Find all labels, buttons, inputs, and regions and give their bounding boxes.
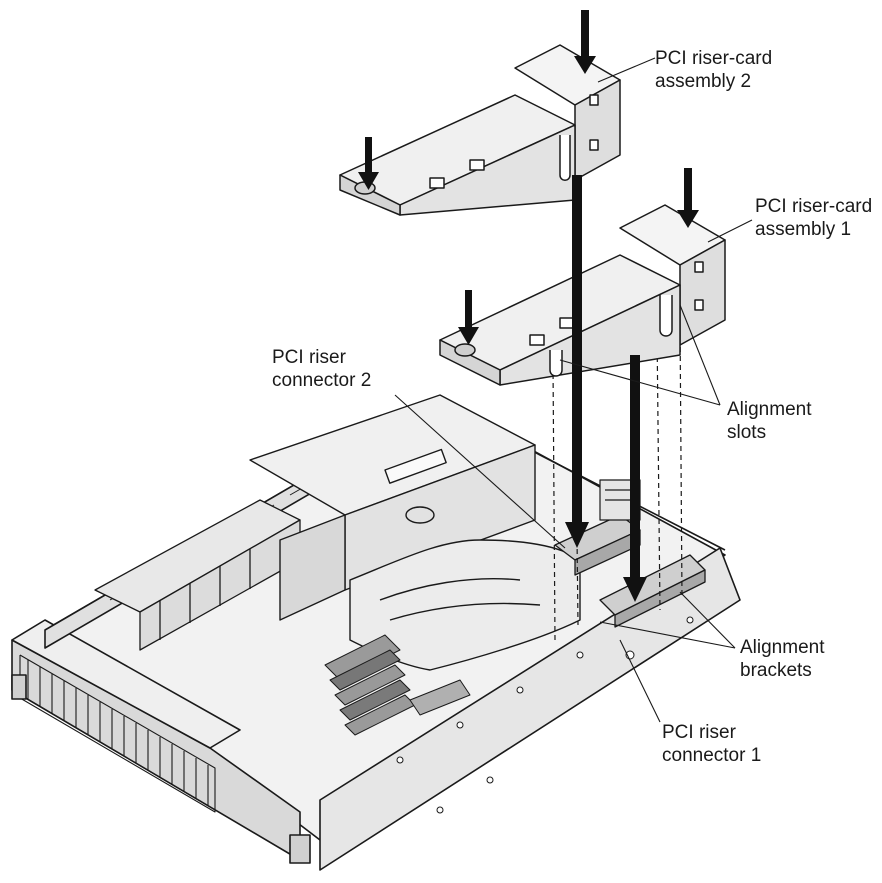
air-baffle xyxy=(249,394,536,621)
dimm-slots xyxy=(324,634,471,736)
callout-line: brackets xyxy=(740,660,812,681)
server-chassis xyxy=(11,394,741,871)
down-arrow-icon xyxy=(565,175,589,548)
processor-shroud xyxy=(349,539,581,671)
callout-line: Alignment xyxy=(727,399,812,420)
fan-cage xyxy=(94,499,301,651)
alignment-guides xyxy=(552,319,683,641)
drive-bays xyxy=(19,654,216,813)
callout-riser-connector-2: PCI riser connector 2 xyxy=(272,346,371,392)
down-arrow-icon xyxy=(458,290,479,345)
callout-line: connector 2 xyxy=(272,370,372,391)
down-arrow-icon xyxy=(358,137,379,190)
down-arrow-icon xyxy=(623,355,647,602)
leader-lines xyxy=(394,57,753,723)
callout-line: PCI riser-card xyxy=(655,48,773,69)
callout-line: slots xyxy=(727,422,767,443)
down-arrow-icon xyxy=(574,10,596,74)
callout-alignment-slots: Alignment slots xyxy=(727,398,812,444)
callout-line: PCI riser-card xyxy=(755,196,873,217)
callout-line: Alignment xyxy=(740,637,825,658)
callout-line: connector 1 xyxy=(662,745,762,766)
down-arrow-icon xyxy=(677,168,699,228)
callout-line: assembly 1 xyxy=(755,219,852,240)
callout-riser-assembly-2: PCI riser-card assembly 2 xyxy=(655,47,772,93)
callout-line: PCI riser xyxy=(272,347,346,368)
callout-alignment-brackets: Alignment brackets xyxy=(740,636,825,682)
callout-riser-assembly-1: PCI riser-card assembly 1 xyxy=(755,195,872,241)
riser-card-assembly-1 xyxy=(439,204,726,386)
down-arrows xyxy=(358,10,699,602)
callout-riser-connector-1: PCI riser connector 1 xyxy=(662,721,761,767)
riser-card-assembly-2 xyxy=(339,44,621,216)
callout-line: PCI riser xyxy=(662,722,736,743)
callout-line: assembly 2 xyxy=(655,71,752,92)
